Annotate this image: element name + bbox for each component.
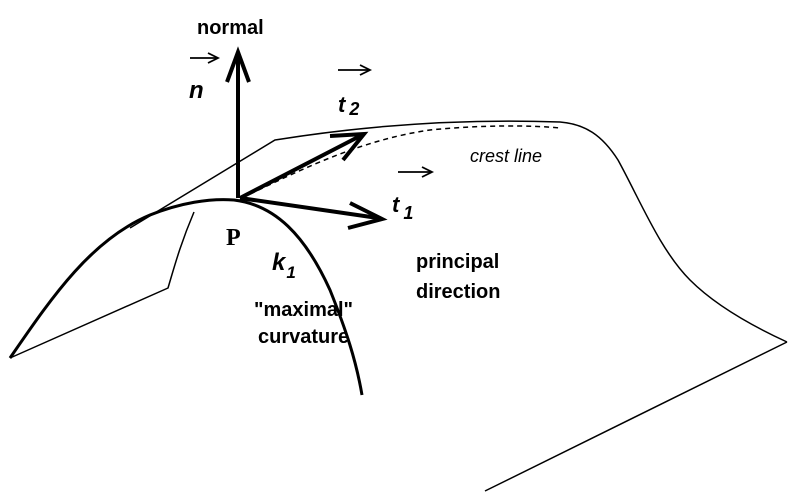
normal-label: normal [197,17,264,39]
n-overbar-arrow [190,52,221,64]
vectors [225,46,388,230]
t1-overbar-arrow [398,166,435,178]
surface-back-edge [129,120,788,343]
t2-overbar-arrow [338,64,373,76]
t2-vector [239,133,363,200]
principal-direction-label-line1: principal [416,251,499,273]
surface [8,120,788,492]
maximal-curvature-label-line1: "maximal" [254,299,353,321]
t2-vector-head [329,131,369,162]
t1-vector [239,196,379,220]
point-p-label: P [226,225,241,251]
crest-line [241,125,561,199]
normal-vector-head [225,46,251,83]
t1-vector-head [347,201,388,230]
n-label: n [189,77,204,104]
curvature-curve [8,198,364,396]
principal-direction-label-line2: direction [416,281,500,303]
maximal-curvature-label-line2: curvature [258,326,349,348]
surface-left-edge [9,211,195,359]
vector-overbars [190,52,435,178]
crest-line-label: crest line [470,146,542,166]
k1-label: k1 [272,249,296,282]
surface-right-edge [484,341,788,492]
